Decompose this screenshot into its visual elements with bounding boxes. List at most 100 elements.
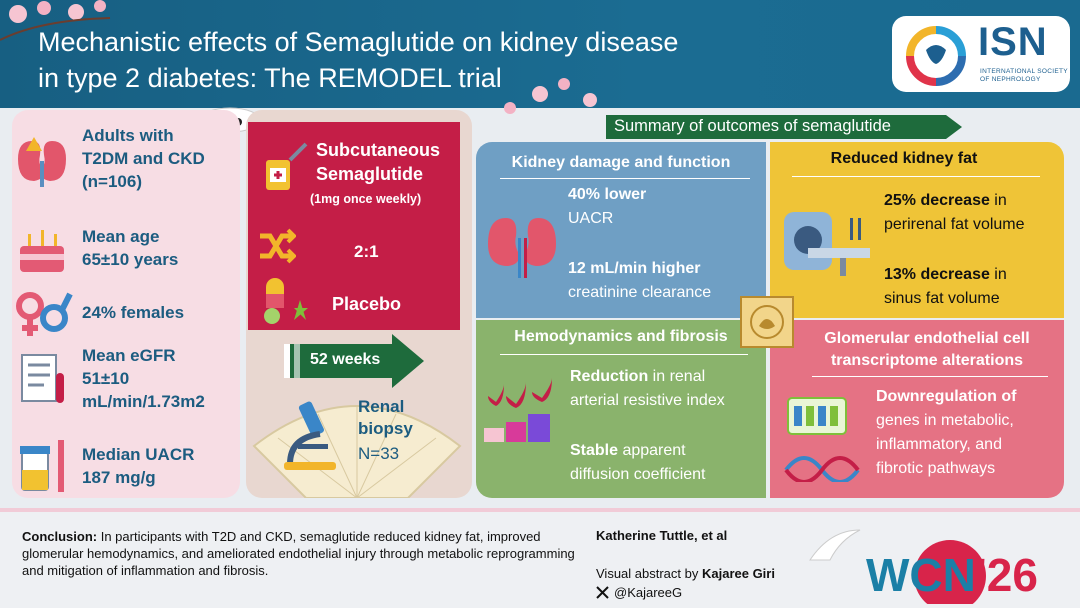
- population-line: mL/min/1.73m2: [82, 392, 205, 411]
- hemodynamics-heading: Hemodynamics and fibrosis: [514, 328, 728, 345]
- population-text: Median UACR 187 mg/g: [82, 443, 194, 489]
- perirenal-label: perirenal fat volume: [884, 216, 1025, 233]
- kidney-function-heading: Kidney damage and function: [511, 154, 731, 171]
- summary-banner: [606, 115, 962, 139]
- transcriptome-heading: Glomerular endothelial cell transcriptom…: [800, 328, 1054, 372]
- population-item: 24% females: [8, 282, 228, 342]
- pathway-line: genes in metabolic,: [876, 412, 1014, 429]
- placebo-pill-icon: [264, 278, 308, 324]
- resistive-index-label: arterial resistive index: [570, 392, 725, 409]
- isn-wordmark: ISN: [978, 20, 1048, 64]
- perirenal-stat-mid: in: [989, 192, 1007, 209]
- conclusion-text: Conclusion: In participants with T2D and…: [22, 528, 582, 579]
- isn-logo: ISN INTERNATIONAL SOCIETY OF NEPHROLOGY: [892, 16, 1070, 92]
- population-line: Adults with: [82, 126, 174, 145]
- page-title: Mechanistic effects of Semaglutide on ki…: [38, 24, 798, 96]
- sinus-stat-value: 13% decrease: [884, 266, 990, 283]
- transcriptome-heading-line: Glomerular endothelial cell: [824, 330, 1030, 347]
- urine-sample-icon: [20, 440, 64, 492]
- visual-abstract-credit: Visual abstract by Kajaree Giri: [596, 566, 775, 581]
- resistive-index-value: Reduction: [570, 368, 649, 385]
- population-line: (n=106): [82, 172, 142, 191]
- footer: [0, 508, 1080, 608]
- sinus-stat: 13% decrease in: [884, 264, 1007, 286]
- isn-subtitle: INTERNATIONAL SOCIETY OF NEPHROLOGY: [980, 68, 1068, 83]
- sinus-label: sinus fat volume: [884, 290, 1000, 307]
- treatment-title: Subcutaneous Semaglutide: [316, 138, 440, 186]
- biopsy-line: Renal: [358, 397, 405, 416]
- dna-expression-icon: [784, 397, 860, 482]
- author-credit: Katherine Tuttle, et al: [596, 528, 728, 543]
- diffusion-label: diffusion coefficient: [570, 466, 706, 483]
- sinus-stat-mid: in: [989, 266, 1007, 283]
- cherry-blossom-icon: [0, 0, 111, 41]
- kidneys-icon: [488, 218, 556, 278]
- duration-arrow: [284, 334, 424, 388]
- blood-drops-icon: [484, 378, 552, 442]
- population-line: 65±10 years: [82, 250, 179, 269]
- population-item: Mean age 65±10 years: [8, 218, 228, 278]
- uacr-stat: 40% lower: [568, 186, 647, 203]
- birthday-cake-icon: [20, 230, 64, 272]
- population-line: Mean age: [82, 227, 160, 246]
- mri-scanner-icon: [784, 212, 870, 276]
- uacr-label: UACR: [568, 210, 614, 227]
- kidney-fat-panel: Reduced kidney fat 25% decrease in perir…: [770, 142, 1064, 318]
- va-author-name: Kajaree Giri: [701, 566, 775, 581]
- creatinine-label: creatinine clearance: [568, 284, 712, 301]
- gender-symbols-icon: [16, 292, 73, 336]
- title-line-1: Mechanistic effects of Semaglutide on ki…: [38, 27, 679, 57]
- shuffle-icon: [260, 228, 296, 264]
- title-line-2: in type 2 diabetes: The REMODEL trial: [38, 63, 502, 93]
- divider: [812, 376, 1048, 377]
- biopsy-line: biopsy: [358, 419, 413, 438]
- emblem-icon: [740, 296, 794, 348]
- population-item: Mean eGFR 51±10 mL/min/1.73m2: [8, 344, 228, 413]
- treatment-box: Subcutaneous Semaglutide (1mg once weekl…: [248, 122, 460, 330]
- crane-icon: [809, 529, 861, 561]
- wcn-rising-sun-icon: [914, 540, 986, 604]
- downregulation-stat: Downregulation of: [876, 388, 1017, 405]
- population-line: 24% females: [82, 302, 185, 322]
- population-line: Median UACR: [82, 445, 195, 464]
- wcn-logo: WCN'26: [866, 548, 1038, 602]
- population-line: T2DM and CKD: [82, 149, 205, 168]
- microscope-icon: [284, 401, 336, 470]
- population-text: 24% females: [82, 301, 184, 324]
- x-logo-icon: [596, 586, 609, 599]
- biopsy-count: N=33: [358, 444, 400, 463]
- lab-report-icon: [21, 353, 64, 403]
- diffusion-value: Stable: [570, 442, 619, 459]
- treatment-dose: (1mg once weekly): [310, 192, 422, 206]
- social-handle[interactable]: @KajareeG: [614, 585, 683, 600]
- population-line: 187 mg/g: [82, 468, 156, 487]
- diffusion-stat: Stable apparent: [570, 440, 686, 462]
- isn-globe-icon: [906, 26, 966, 86]
- placebo-label: Placebo: [332, 294, 402, 314]
- kidney-function-panel: Kidney damage and function 40% lower UAC…: [476, 142, 766, 318]
- resistive-index-stat: Reduction in renal: [570, 366, 705, 388]
- population-line: Mean eGFR: [82, 346, 176, 365]
- kidney-warning-icon: [18, 136, 66, 187]
- creatinine-stat: 12 mL/min higher: [568, 260, 701, 277]
- header-banner: Mechanistic effects of Semaglutide on ki…: [0, 0, 1080, 108]
- population-text: Mean age 65±10 years: [82, 225, 178, 271]
- transcriptome-panel: Glomerular endothelial cell transcriptom…: [770, 320, 1064, 498]
- divider: [500, 354, 748, 355]
- pathway-line: fibrotic pathways: [876, 460, 996, 477]
- summary-banner-text: Summary of outcomes of semaglutide: [614, 117, 891, 135]
- diffusion-mid: apparent: [618, 442, 686, 459]
- kidney-fat-heading: Reduced kidney fat: [830, 150, 978, 167]
- injection-pen-icon: [266, 142, 308, 190]
- wcn-prefix: WCN: [866, 549, 976, 601]
- footer-border: [0, 508, 1080, 512]
- pathway-line: inflammatory, and: [876, 436, 1002, 453]
- va-prefix: Visual abstract by: [596, 566, 702, 581]
- perirenal-stat: 25% decrease in: [884, 190, 1007, 212]
- wcn-year: '26: [975, 549, 1038, 601]
- population-text: Mean eGFR 51±10 mL/min/1.73m2: [82, 344, 205, 413]
- divider: [792, 176, 1040, 177]
- hemodynamics-panel: Hemodynamics and fibrosis Reduction in r…: [476, 320, 766, 498]
- conclusion-label: Conclusion:: [22, 529, 98, 544]
- resistive-index-mid: in renal: [648, 368, 706, 385]
